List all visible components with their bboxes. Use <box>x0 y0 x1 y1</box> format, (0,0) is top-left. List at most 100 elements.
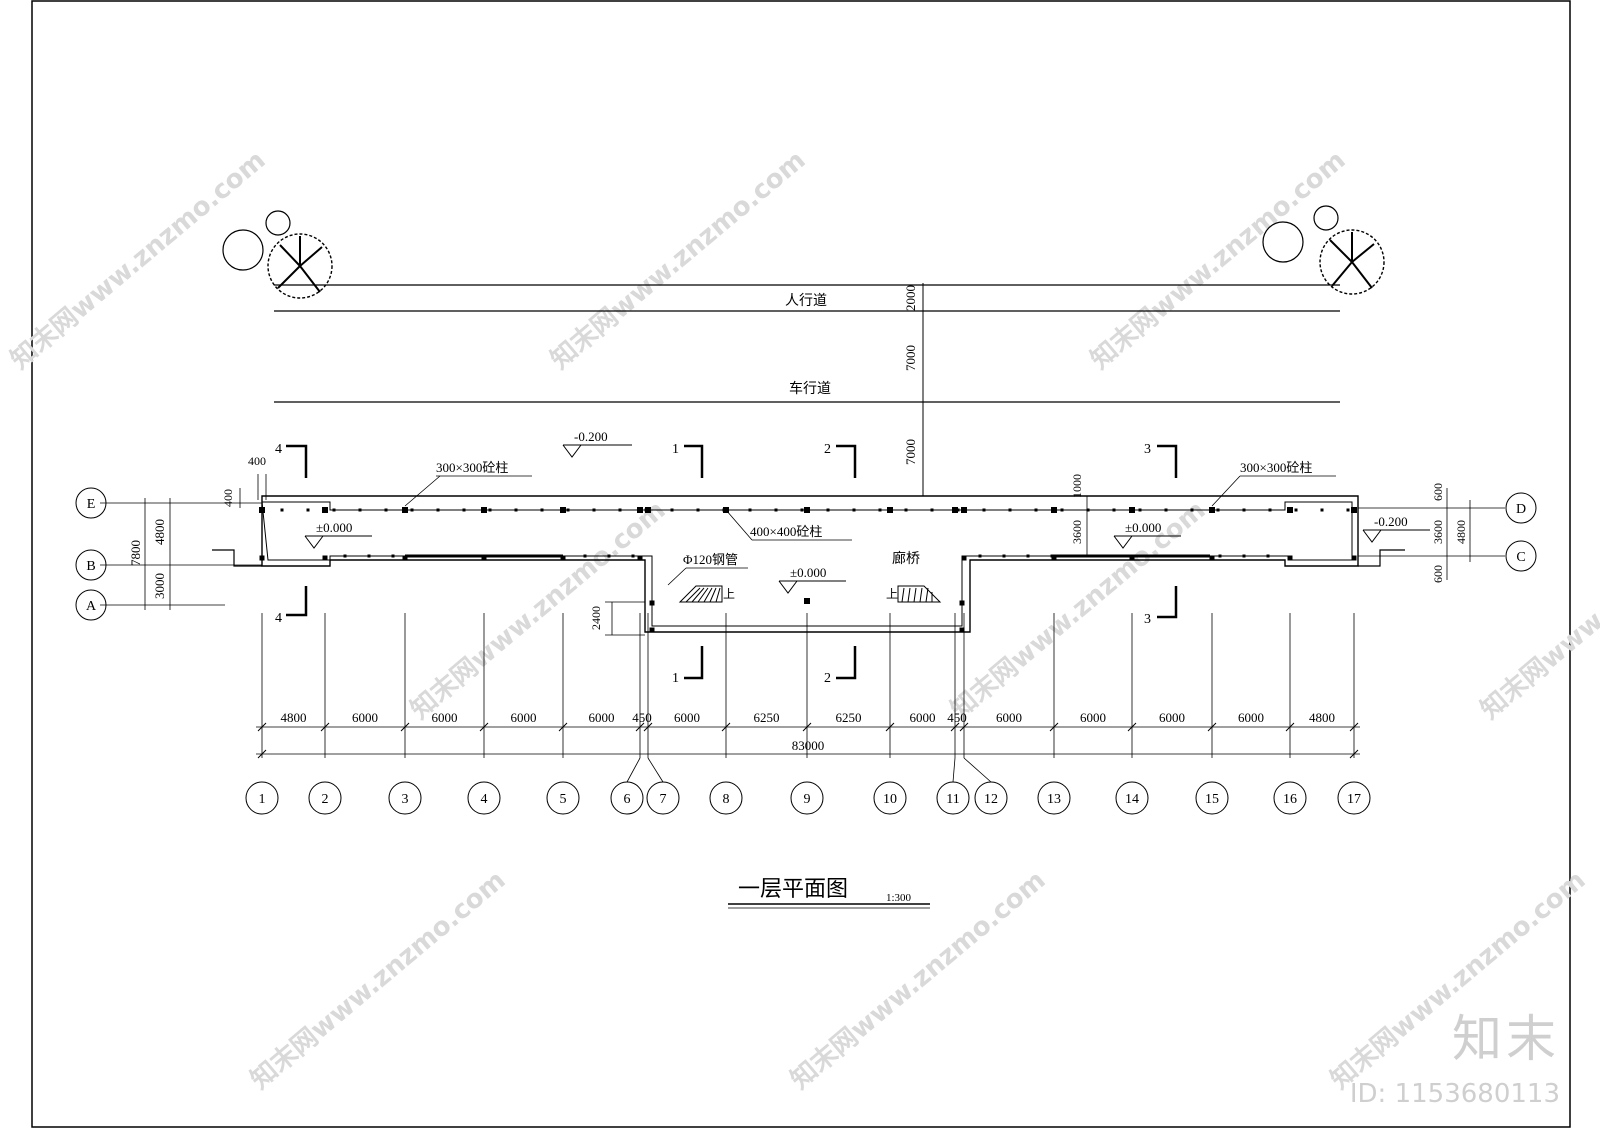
column-400 <box>560 507 566 513</box>
column-400 <box>402 507 408 513</box>
span-dimension-value: 6250 <box>754 710 780 725</box>
row-axis-label: C <box>1516 550 1525 565</box>
level-triangle-icon <box>1362 529 1430 543</box>
section-mark: 1 <box>672 646 704 686</box>
column-400-label: 400×400砼柱 <box>750 524 822 539</box>
column-300 <box>904 508 908 512</box>
column-300-label-left: 300×300砼柱 <box>436 460 508 475</box>
span-dimension-value: 6000 <box>352 710 378 725</box>
column-400 <box>1129 507 1135 513</box>
column-axis-bubble <box>467 781 501 815</box>
watermark-text: 知末网www.znzmo.com <box>405 495 671 725</box>
column-400 <box>637 507 643 513</box>
column-300 <box>878 508 882 512</box>
section-number: 3 <box>1144 612 1151 627</box>
dimension-tick <box>635 722 645 732</box>
level-marker: -0.200 <box>1362 514 1430 543</box>
section-number: 1 <box>672 671 679 686</box>
column-300 <box>481 555 487 561</box>
section-number: 3 <box>1144 442 1151 457</box>
span-dimension-value: 6000 <box>1238 710 1264 725</box>
column-axis-label: 15 <box>1205 792 1219 807</box>
tree-group-right <box>1262 205 1385 295</box>
column-layer <box>259 507 1357 633</box>
column-400 <box>322 507 328 513</box>
column-axis-label: 7 <box>660 792 667 807</box>
column-axis-label: 13 <box>1047 792 1061 807</box>
tree-icon <box>267 233 333 299</box>
leader-line <box>667 567 687 586</box>
column-300 <box>1164 508 1168 512</box>
level-triangle-icon <box>778 580 846 594</box>
stair-up-label: 上 <box>886 587 898 601</box>
row-axis-label: B <box>86 559 95 574</box>
section-mark: 3 <box>1144 442 1178 478</box>
column-400 <box>1351 507 1357 513</box>
column-axis-bubble <box>646 781 680 815</box>
drawing-frame <box>31 0 1571 1128</box>
span-dimension-value: 6000 <box>1159 710 1185 725</box>
column-300 <box>592 508 596 512</box>
column-300-label-right: 300×300砼柱 <box>1240 460 1312 475</box>
column-300 <box>1209 555 1215 561</box>
column-300 <box>1074 554 1078 558</box>
dim-top-small: 400 <box>248 454 266 468</box>
column-axis-label: 17 <box>1347 792 1361 807</box>
column-300 <box>511 554 515 558</box>
column-300 <box>1170 554 1174 558</box>
row-axis-label: A <box>86 599 97 614</box>
column-300 <box>1266 554 1270 558</box>
section-number: 4 <box>275 442 282 457</box>
span-dimension-value: 6000 <box>996 710 1022 725</box>
tree-icon <box>1313 205 1339 231</box>
column-axis-bubble <box>245 781 279 815</box>
column-axis-bubble <box>936 781 970 815</box>
bridge-label: 廊桥 <box>892 550 920 567</box>
column-300 <box>415 554 419 558</box>
stair-outline <box>678 585 723 603</box>
column-300 <box>439 554 443 558</box>
row-axis-bubble <box>1505 540 1537 572</box>
column-axis-bubble <box>790 781 824 815</box>
column-300 <box>322 555 328 561</box>
column-300 <box>1138 508 1142 512</box>
column-300 <box>930 508 934 512</box>
column-300 <box>1146 554 1150 558</box>
column-300 <box>306 508 310 512</box>
section-cut-icon <box>836 646 857 680</box>
level-triangle-icon <box>1113 535 1181 549</box>
section-cut-icon <box>286 444 308 478</box>
drawing-title: 一层平面图 <box>738 876 848 901</box>
column-300 <box>1190 508 1194 512</box>
column-300 <box>462 508 466 512</box>
entrance-step-left <box>212 549 262 567</box>
section-cut-icon <box>1157 586 1178 619</box>
column-300 <box>535 554 539 558</box>
column-300 <box>637 555 643 561</box>
column-axis-bubble <box>1037 781 1071 815</box>
dim-right-c: 600 <box>1431 565 1445 583</box>
column-300 <box>1034 508 1038 512</box>
watermark-id: ID: 1153680113 <box>1349 1079 1560 1109</box>
column-axis-leader <box>626 757 641 783</box>
dimension-tick <box>885 722 895 732</box>
column-axis-leader <box>963 757 992 783</box>
column-400 <box>1051 507 1057 513</box>
section-number: 1 <box>672 442 679 457</box>
section-cut-icon <box>286 586 308 617</box>
dimension-tick <box>643 722 653 732</box>
column-axis-bubble <box>1115 781 1149 815</box>
dimension-tick <box>1285 722 1295 732</box>
column-300 <box>748 508 752 512</box>
column-axis-bubble <box>873 781 907 815</box>
row-axis-bubble <box>75 487 107 519</box>
dimension-tick <box>558 722 568 732</box>
dim-setback: 7000 <box>903 439 918 465</box>
dim-right-total: 4800 <box>1454 520 1468 544</box>
section-mark: 2 <box>824 646 857 686</box>
column-400 <box>1287 507 1293 513</box>
column-300 <box>956 508 960 512</box>
column-300 <box>1129 555 1135 561</box>
dimension-tick <box>1127 722 1137 732</box>
